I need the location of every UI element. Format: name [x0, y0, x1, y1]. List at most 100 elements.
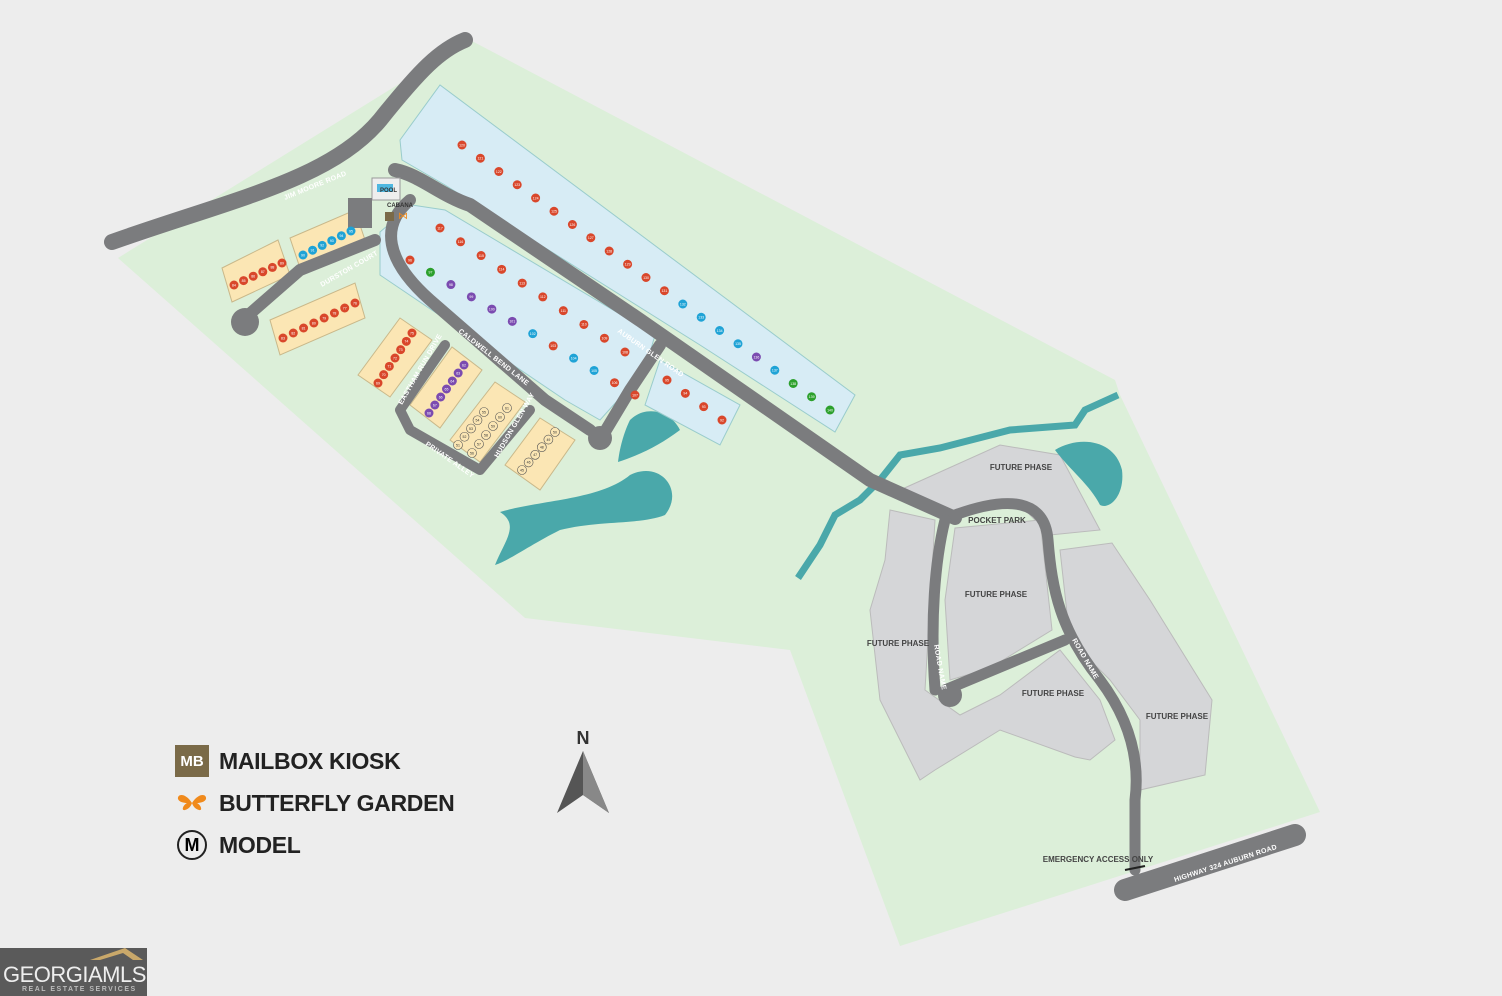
- lot-marker[interactable]: [453, 368, 463, 378]
- lot-marker[interactable]: [466, 423, 476, 434]
- lot-marker[interactable]: [497, 264, 507, 274]
- lot-marker[interactable]: [733, 339, 743, 349]
- lot-marker[interactable]: [641, 273, 651, 282]
- lot-marker[interactable]: [549, 206, 559, 216]
- lot-marker[interactable]: [405, 255, 415, 265]
- lot-marker[interactable]: [396, 345, 406, 355]
- lot-marker[interactable]: [487, 304, 497, 314]
- lot-marker[interactable]: [453, 440, 463, 450]
- lot-marker[interactable]: [662, 375, 672, 385]
- lot-marker[interactable]: [696, 312, 706, 322]
- lot-marker[interactable]: [277, 258, 287, 268]
- lot-marker[interactable]: [456, 237, 466, 247]
- lot-marker[interactable]: [569, 353, 579, 363]
- lot-marker[interactable]: [530, 449, 541, 460]
- lot-marker[interactable]: [319, 313, 329, 323]
- lot-marker[interactable]: [308, 245, 318, 255]
- lot-marker[interactable]: [770, 365, 780, 375]
- lot-marker[interactable]: [390, 353, 400, 363]
- lot-marker[interactable]: [788, 379, 798, 388]
- lot-marker[interactable]: [558, 306, 568, 316]
- lot-marker[interactable]: [472, 415, 483, 426]
- lot-marker[interactable]: [327, 236, 337, 246]
- lot-marker[interactable]: [579, 319, 589, 329]
- lot-marker[interactable]: [278, 333, 288, 343]
- lot-marker[interactable]: [528, 329, 538, 339]
- lot-marker[interactable]: [336, 231, 346, 241]
- lot-marker[interactable]: [680, 388, 690, 398]
- lot-marker[interactable]: [298, 250, 308, 260]
- lot-marker[interactable]: [424, 408, 434, 418]
- lot-marker[interactable]: [430, 400, 440, 410]
- lot-marker[interactable]: [550, 427, 560, 437]
- lot-marker[interactable]: [442, 384, 451, 394]
- lot-marker[interactable]: [807, 392, 817, 402]
- lot-marker[interactable]: [329, 308, 339, 318]
- lot-marker[interactable]: [475, 153, 485, 163]
- lot-marker[interactable]: [288, 328, 298, 338]
- lot-marker[interactable]: [481, 430, 491, 440]
- lot-marker[interactable]: [425, 267, 435, 277]
- lot-marker[interactable]: [350, 298, 360, 308]
- lot-marker[interactable]: [466, 292, 476, 302]
- lot-marker[interactable]: [457, 140, 467, 150]
- lot-marker[interactable]: [620, 347, 630, 357]
- lot-marker[interactable]: [538, 292, 548, 302]
- lot-marker[interactable]: [495, 412, 505, 422]
- lot-marker[interactable]: [531, 193, 541, 203]
- lot-marker[interactable]: [309, 318, 319, 328]
- lot-marker[interactable]: [436, 392, 446, 402]
- lot-marker[interactable]: [248, 271, 258, 281]
- lot-marker[interactable]: [630, 390, 640, 400]
- lot-marker[interactable]: [447, 376, 457, 386]
- lot-marker[interactable]: [299, 323, 309, 333]
- lot-marker[interactable]: [476, 251, 486, 261]
- cabana-label: CABANA: [387, 203, 414, 209]
- lot-marker[interactable]: [488, 421, 498, 431]
- lot-marker[interactable]: [523, 457, 534, 468]
- lot-marker[interactable]: [435, 223, 445, 233]
- lot-marker[interactable]: [474, 439, 484, 449]
- lot-marker[interactable]: [599, 333, 609, 343]
- lot-marker[interactable]: [548, 341, 558, 351]
- lot-marker[interactable]: [340, 303, 350, 313]
- lot-marker[interactable]: [401, 336, 411, 346]
- lot-marker[interactable]: [446, 280, 456, 290]
- lot-number: 86: [251, 275, 255, 279]
- lot-marker[interactable]: [517, 278, 527, 288]
- lot-marker[interactable]: [717, 415, 727, 425]
- lot-marker[interactable]: [373, 378, 383, 388]
- lot-marker[interactable]: [459, 360, 469, 370]
- lot-marker[interactable]: [479, 407, 489, 417]
- lot-marker[interactable]: [459, 431, 470, 442]
- lot-marker[interactable]: [659, 286, 669, 296]
- lot-marker[interactable]: [407, 328, 417, 338]
- lot-marker[interactable]: [751, 352, 761, 362]
- lot-marker[interactable]: [229, 280, 239, 290]
- lot-marker[interactable]: [715, 326, 725, 335]
- lot-marker[interactable]: [384, 361, 394, 371]
- lot-marker[interactable]: [699, 402, 709, 412]
- lot-marker[interactable]: [317, 240, 327, 250]
- lot-marker[interactable]: [467, 448, 477, 458]
- lot-marker[interactable]: [494, 167, 504, 176]
- lot-marker[interactable]: [536, 442, 547, 453]
- lot-marker[interactable]: [507, 316, 517, 326]
- lot-marker[interactable]: [512, 180, 522, 190]
- lot-marker[interactable]: [825, 405, 835, 415]
- lot-marker[interactable]: [258, 267, 268, 277]
- lot-marker[interactable]: [623, 259, 633, 269]
- lot-marker[interactable]: [517, 465, 527, 475]
- lot-marker[interactable]: [543, 434, 554, 445]
- lot-marker[interactable]: [267, 262, 277, 272]
- lot-marker[interactable]: [678, 299, 688, 309]
- lot-marker[interactable]: [239, 276, 249, 286]
- lot-marker[interactable]: [589, 365, 599, 375]
- lot-marker[interactable]: [502, 403, 512, 413]
- lot-marker[interactable]: [346, 226, 356, 236]
- lot-marker[interactable]: [604, 246, 614, 256]
- lot-marker[interactable]: [586, 233, 596, 243]
- lot-marker[interactable]: [610, 378, 620, 388]
- lot-marker[interactable]: [379, 370, 389, 380]
- lot-marker[interactable]: [567, 220, 577, 229]
